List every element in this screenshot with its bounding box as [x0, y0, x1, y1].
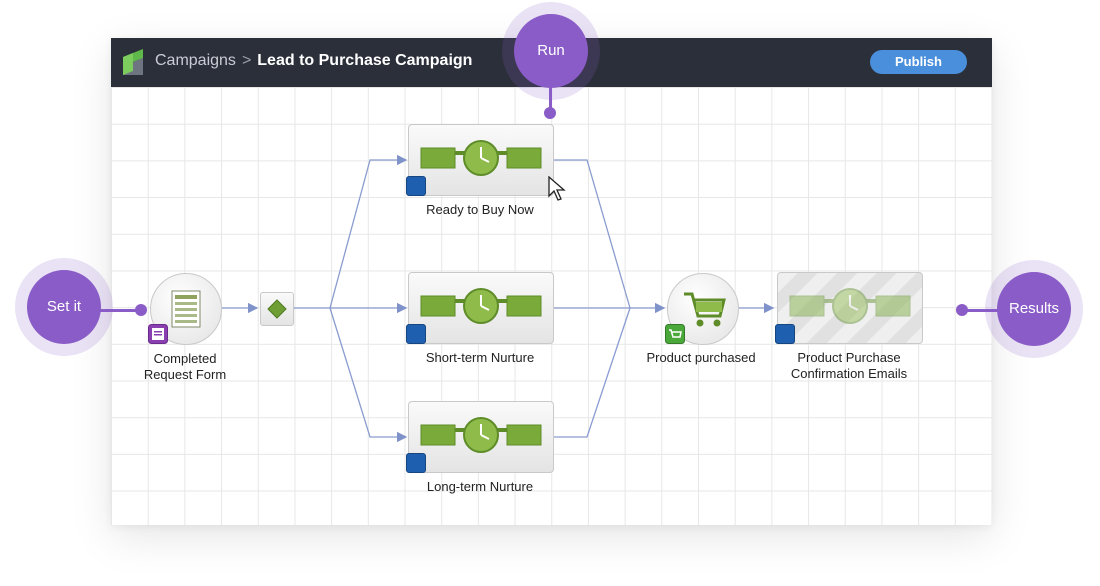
wait-node-ready[interactable]	[408, 124, 554, 196]
form-icon	[171, 290, 201, 328]
wait-clock-icon	[420, 288, 542, 324]
campaign-window: Campaigns > Lead to Purchase Campaign Publ…	[111, 38, 992, 525]
decision-node[interactable]	[260, 292, 294, 326]
wait-node-short[interactable]	[408, 272, 554, 344]
publish-button[interactable]: Publish	[870, 50, 967, 74]
flag-icon	[775, 324, 795, 344]
cart-icon	[684, 292, 726, 327]
results-callout-dot	[956, 304, 968, 316]
run-callout: Run	[514, 14, 588, 88]
flow-connectors	[221, 154, 775, 443]
wait-label-short: Short-term Nurture	[425, 350, 535, 365]
flag-icon	[406, 324, 426, 344]
wait-clock-icon	[789, 288, 911, 324]
results-callout-stem	[962, 309, 1002, 312]
confirmation-email-label: Product Purchase Confirmation Emails	[790, 350, 908, 381]
product-purchased-label: Product purchased	[646, 350, 756, 365]
confirmation-email-node[interactable]	[777, 272, 923, 344]
flag-icon	[406, 453, 426, 473]
trigger-label: Completed Request Form	[143, 351, 227, 382]
wait-node-long[interactable]	[408, 401, 554, 473]
campaign-title: Lead to Purchase Campaign	[257, 52, 473, 69]
run-callout-dot	[544, 107, 556, 119]
set-it-callout: Set it	[27, 270, 101, 344]
app-logo-icon	[123, 49, 143, 75]
diamond-icon	[267, 299, 287, 319]
breadcrumb-separator: >	[241, 52, 252, 69]
wait-label-ready: Ready to Buy Now	[426, 202, 534, 217]
results-callout: Results	[997, 272, 1071, 346]
wait-clock-icon	[420, 417, 542, 453]
wait-clock-icon	[420, 140, 542, 176]
purchase-trigger-icon	[665, 324, 685, 344]
run-callout-stem	[549, 85, 552, 113]
trigger-node[interactable]	[150, 273, 222, 345]
breadcrumb: Campaigns > Lead to Purchase Campaign	[155, 52, 472, 70]
set-callout-stem	[96, 309, 141, 312]
flag-icon	[406, 176, 426, 196]
mouse-cursor-icon	[548, 176, 566, 201]
trigger-type-icon	[148, 324, 168, 344]
flow-canvas[interactable]: Completed Request Form Ready to Buy Now	[111, 87, 992, 525]
breadcrumb-campaigns[interactable]: Campaigns	[155, 52, 236, 69]
set-callout-dot	[135, 304, 147, 316]
wait-label-long: Long-term Nurture	[426, 479, 534, 494]
